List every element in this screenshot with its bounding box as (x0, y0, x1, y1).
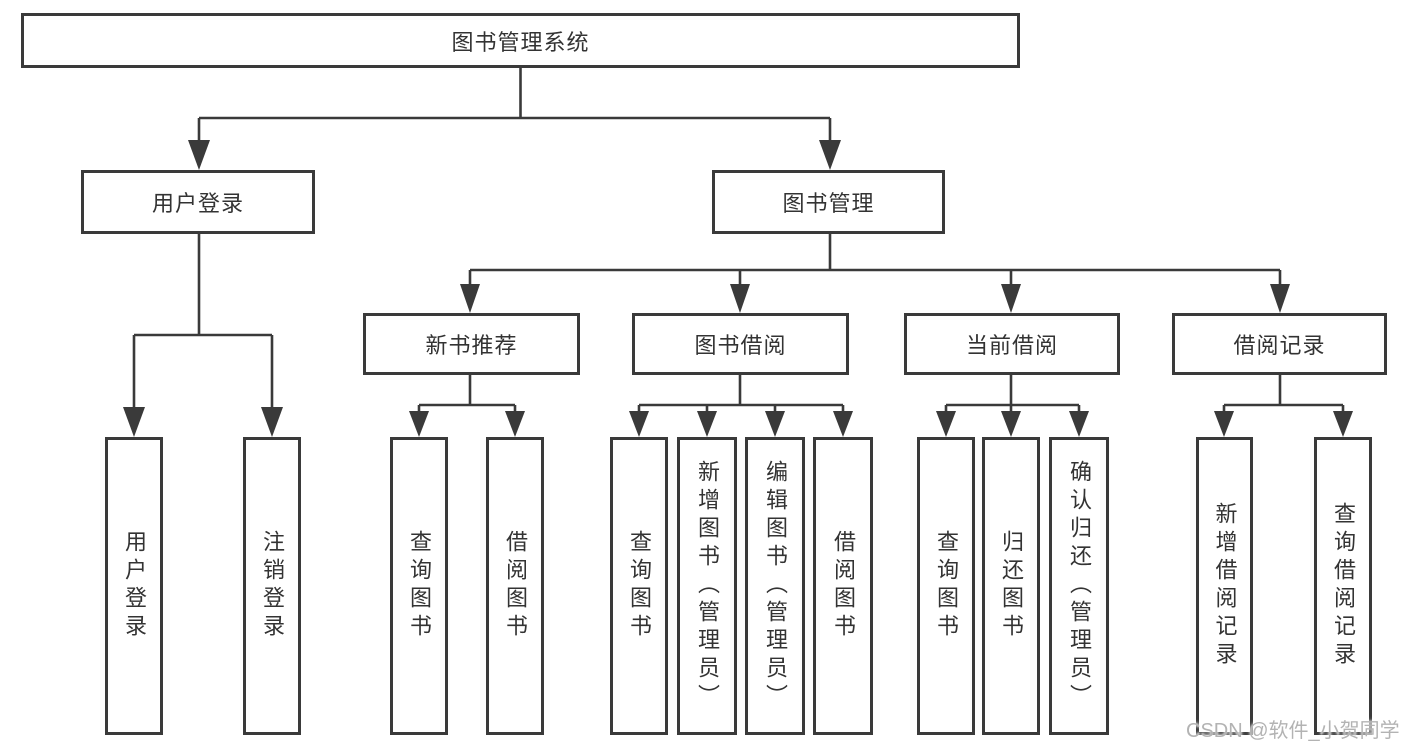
leaf-add-books-admin-label: 新增图书（管理员） (695, 460, 720, 712)
leaf-borrow-books-borrowing: 借阅图书 (813, 437, 873, 735)
leaf-confirm-return-admin: 确认归还（管理员） (1049, 437, 1109, 735)
node-book-borrowing-label: 图书借阅 (694, 333, 787, 358)
leaf-logout: 注销登录 (243, 437, 301, 735)
node-borrowing-records: 借阅记录 (1172, 313, 1387, 375)
leaf-user-login-label: 用户登录 (122, 530, 147, 642)
leaf-logout-label: 注销登录 (260, 530, 285, 642)
node-user-login: 用户登录 (81, 170, 315, 234)
node-borrowing-records-label: 借阅记录 (1233, 333, 1326, 358)
leaf-confirm-return-admin-label: 确认归还（管理员） (1067, 460, 1092, 712)
leaf-query-books-current-label: 查询图书 (934, 530, 959, 642)
leaf-borrow-books-borrowing-label: 借阅图书 (831, 530, 856, 642)
node-current-borrowing-label: 当前借阅 (965, 333, 1058, 358)
leaf-return-books: 归还图书 (982, 437, 1040, 735)
leaf-add-borrow-record: 新增借阅记录 (1196, 437, 1253, 735)
leaf-query-borrow-record: 查询借阅记录 (1314, 437, 1372, 735)
leaf-query-borrow-record-label: 查询借阅记录 (1331, 502, 1356, 670)
leaf-add-books-admin: 新增图书（管理员） (677, 437, 737, 735)
leaf-query-books-borrowing-label: 查询图书 (627, 530, 652, 642)
leaf-return-books-label: 归还图书 (999, 530, 1024, 642)
leaf-edit-books-admin-label: 编辑图书（管理员） (763, 460, 788, 712)
node-book-borrowing: 图书借阅 (632, 313, 849, 375)
node-book-management: 图书管理 (712, 170, 945, 234)
node-root-label: 图书管理系统 (451, 29, 590, 55)
node-new-book-recommend: 新书推荐 (363, 313, 580, 375)
csdn-watermark: CSDN @软件_小贺同学 (1186, 720, 1400, 742)
leaf-query-books-borrowing: 查询图书 (610, 437, 668, 735)
node-current-borrowing: 当前借阅 (904, 313, 1120, 375)
node-book-management-label: 图书管理 (782, 191, 875, 216)
leaf-query-books-current: 查询图书 (917, 437, 975, 735)
node-root: 图书管理系统 (21, 13, 1020, 68)
node-new-book-recommend-label: 新书推荐 (425, 333, 518, 358)
leaf-user-login: 用户登录 (105, 437, 163, 735)
leaf-borrow-books-recommend-label: 借阅图书 (503, 530, 528, 642)
leaf-query-books-recommend-label: 查询图书 (407, 530, 432, 642)
leaf-query-books-recommend: 查询图书 (390, 437, 448, 735)
leaf-add-borrow-record-label: 新增借阅记录 (1212, 502, 1238, 670)
leaf-edit-books-admin: 编辑图书（管理员） (745, 437, 805, 735)
node-user-login-label: 用户登录 (151, 191, 244, 216)
leaf-borrow-books-recommend: 借阅图书 (486, 437, 544, 735)
